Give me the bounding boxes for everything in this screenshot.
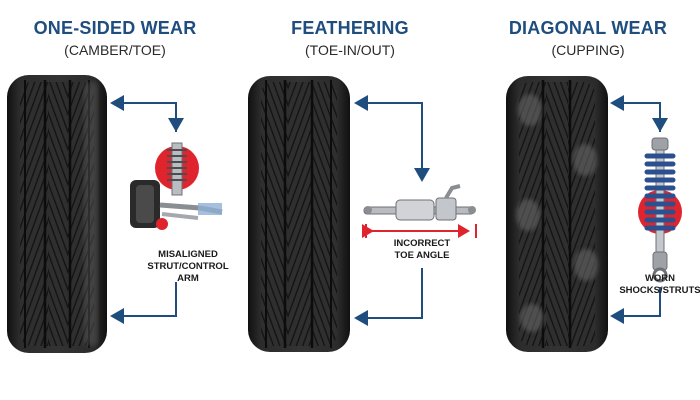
tire-one-sided [7,75,107,353]
caption-line-2: TOE ANGLE [394,250,450,261]
tire-feathering [248,76,350,352]
subtitle-camber-toe: (CAMBER/TOE) [64,42,166,58]
arrows-diagonal-wear [610,95,668,324]
caption-line-1: INCORRECT [393,238,451,249]
caption-line-1: MISALIGNED [158,249,218,260]
arrows-feathering [354,95,430,326]
subtitle-toe-in-out: (TOE-IN/OUT) [305,42,395,58]
caption-line-2: STRUT/CONTROL ARM [147,261,229,284]
caption-incorrect-toe: INCORRECT TOE ANGLE [372,238,472,262]
tire-diagonal-wear [506,76,608,352]
title-feathering: FEATHERING [291,18,409,38]
shock-absorber-illustration [638,137,682,283]
title-diagonal-wear: DIAGONAL WEAR [508,18,668,38]
title-one-sided-wear: ONE-SIDED WEAR [33,18,197,38]
caption-worn-shocks: WORN SHOCKS/STRUTS [612,273,700,297]
caption-misaligned-strut: MISALIGNED STRUT/CONTROL ARM [138,249,238,285]
steering-rack-illustration [362,184,477,238]
strut-control-arm-illustration [130,142,223,230]
subtitle-cupping: (CUPPING) [551,42,625,58]
caption-line-2: SHOCKS/STRUTS [619,285,700,296]
caption-line-1: WORN [644,273,676,284]
arrows-one-sided [110,95,184,324]
